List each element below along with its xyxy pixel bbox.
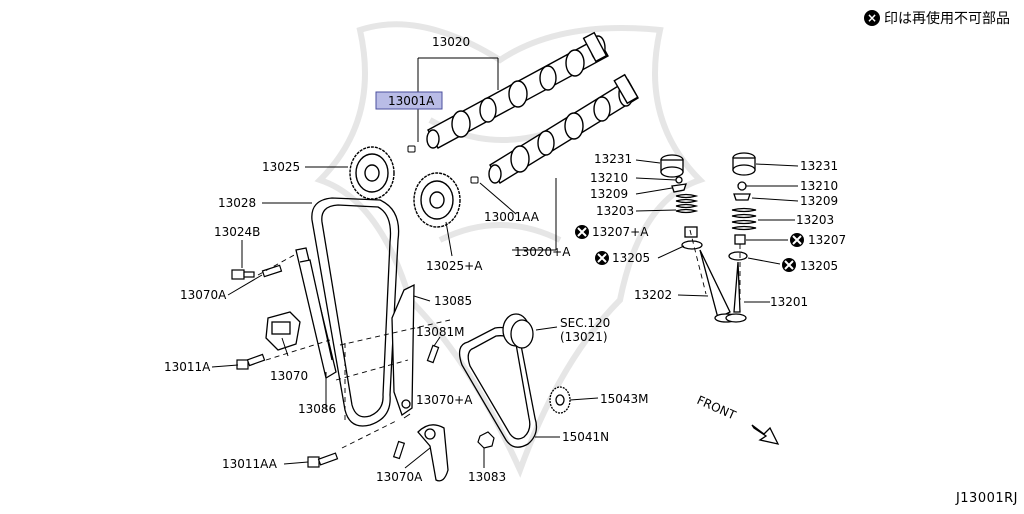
label-13209-right: 13209	[800, 194, 838, 208]
sprocket-13025a[interactable]	[413, 172, 461, 228]
label-13011aa: 13011AA	[222, 457, 278, 471]
label-13202: 13202	[634, 288, 672, 302]
label-13028: 13028	[218, 196, 256, 210]
valve-train-right[interactable]	[725, 152, 757, 323]
non-reusable-marks	[575, 225, 804, 272]
label-13209-left: 13209	[590, 187, 628, 201]
label-13083: 13083	[468, 470, 506, 484]
bolt-13011a[interactable]	[236, 353, 266, 370]
label-13231-right: 13231	[800, 159, 838, 173]
slack-guide-13086[interactable]	[295, 247, 337, 380]
leader-lines	[211, 57, 799, 469]
pin-13070a-top	[261, 264, 283, 278]
bolt-13011aa[interactable]	[307, 452, 339, 468]
camshaft-upper[interactable]	[426, 31, 609, 149]
label-15041n: 15041N	[562, 430, 609, 444]
highlight-box-13001a	[375, 91, 443, 110]
label-13070pa: 13070+A	[416, 393, 473, 407]
legend: × 印は再使用不可部品	[864, 8, 1010, 28]
label-13070a-bottom: 13070A	[376, 470, 423, 484]
tension-guide-13085[interactable]	[391, 283, 415, 417]
label-13207-right: 13207	[808, 233, 846, 247]
callout-labels: 13020 13001A 13025 13028 13024B 13070A 1…	[164, 35, 846, 484]
camshaft-lower-tip	[470, 176, 479, 184]
label-13020: 13020	[432, 35, 470, 49]
pin-13070a-bottom	[392, 440, 406, 460]
label-13205-right: 13205	[800, 259, 838, 273]
nonreusable-icon	[782, 258, 796, 272]
sprocket-sec120[interactable]	[502, 313, 534, 349]
label-13081m: 13081M	[416, 325, 465, 339]
label-13024b: 13024B	[214, 225, 260, 239]
label-sec120[interactable]: SEC.120	[560, 316, 610, 330]
nut-13083[interactable]	[477, 431, 495, 449]
label-13203-left: 13203	[596, 204, 634, 218]
diagram-id: J13001RJ	[955, 491, 1018, 506]
label-13210-left: 13210	[590, 171, 628, 185]
label-13207a-left: 13207+A	[592, 225, 649, 239]
label-13001a: 13001A	[388, 94, 435, 108]
label-13085: 13085	[434, 294, 472, 308]
stud-13081m[interactable]	[426, 344, 440, 364]
nonreusable-icon	[595, 251, 609, 265]
label-13203-right: 13203	[796, 213, 834, 227]
label-13210-right: 13210	[800, 179, 838, 193]
nonreusable-icon	[790, 233, 804, 247]
label-13205-left: 13205	[612, 251, 650, 265]
dashed-assembly-lines	[257, 229, 741, 449]
label-13001aa: 13001AA	[484, 210, 540, 224]
front-arrow-icon	[751, 424, 780, 445]
label-13231-left: 13231	[594, 152, 632, 166]
label-sec120-ref: (13021)	[560, 330, 608, 344]
sprocket-13025[interactable]	[349, 146, 395, 200]
label-13025a: 13025+A	[426, 259, 483, 273]
label-13201: 13201	[770, 295, 808, 309]
nonreusable-icon	[575, 225, 589, 239]
label-13070a-top: 13070A	[180, 288, 227, 302]
label-13011a: 13011A	[164, 360, 211, 374]
label-13025: 13025	[262, 160, 300, 174]
label-13086: 13086	[298, 402, 336, 416]
label-13070: 13070	[270, 369, 308, 383]
legend-text: 印は再使用不可部品	[884, 11, 1010, 27]
camshaft-upper-tip	[407, 145, 416, 153]
nonreusable-legend-icon: ×	[864, 10, 880, 26]
label-13020a: 13020+A	[514, 245, 571, 259]
timing-chain-13028[interactable]	[311, 197, 400, 427]
front-label: FRONT	[695, 393, 739, 423]
tensioner-arm-13070a[interactable]	[417, 424, 449, 482]
chain-tensioner-13070[interactable]	[265, 311, 301, 351]
bolt-13024b[interactable]	[231, 269, 255, 280]
camshaft-lower[interactable]	[488, 73, 639, 184]
sprocket-15043m[interactable]	[549, 386, 571, 414]
label-15043m: 15043M	[600, 392, 649, 406]
